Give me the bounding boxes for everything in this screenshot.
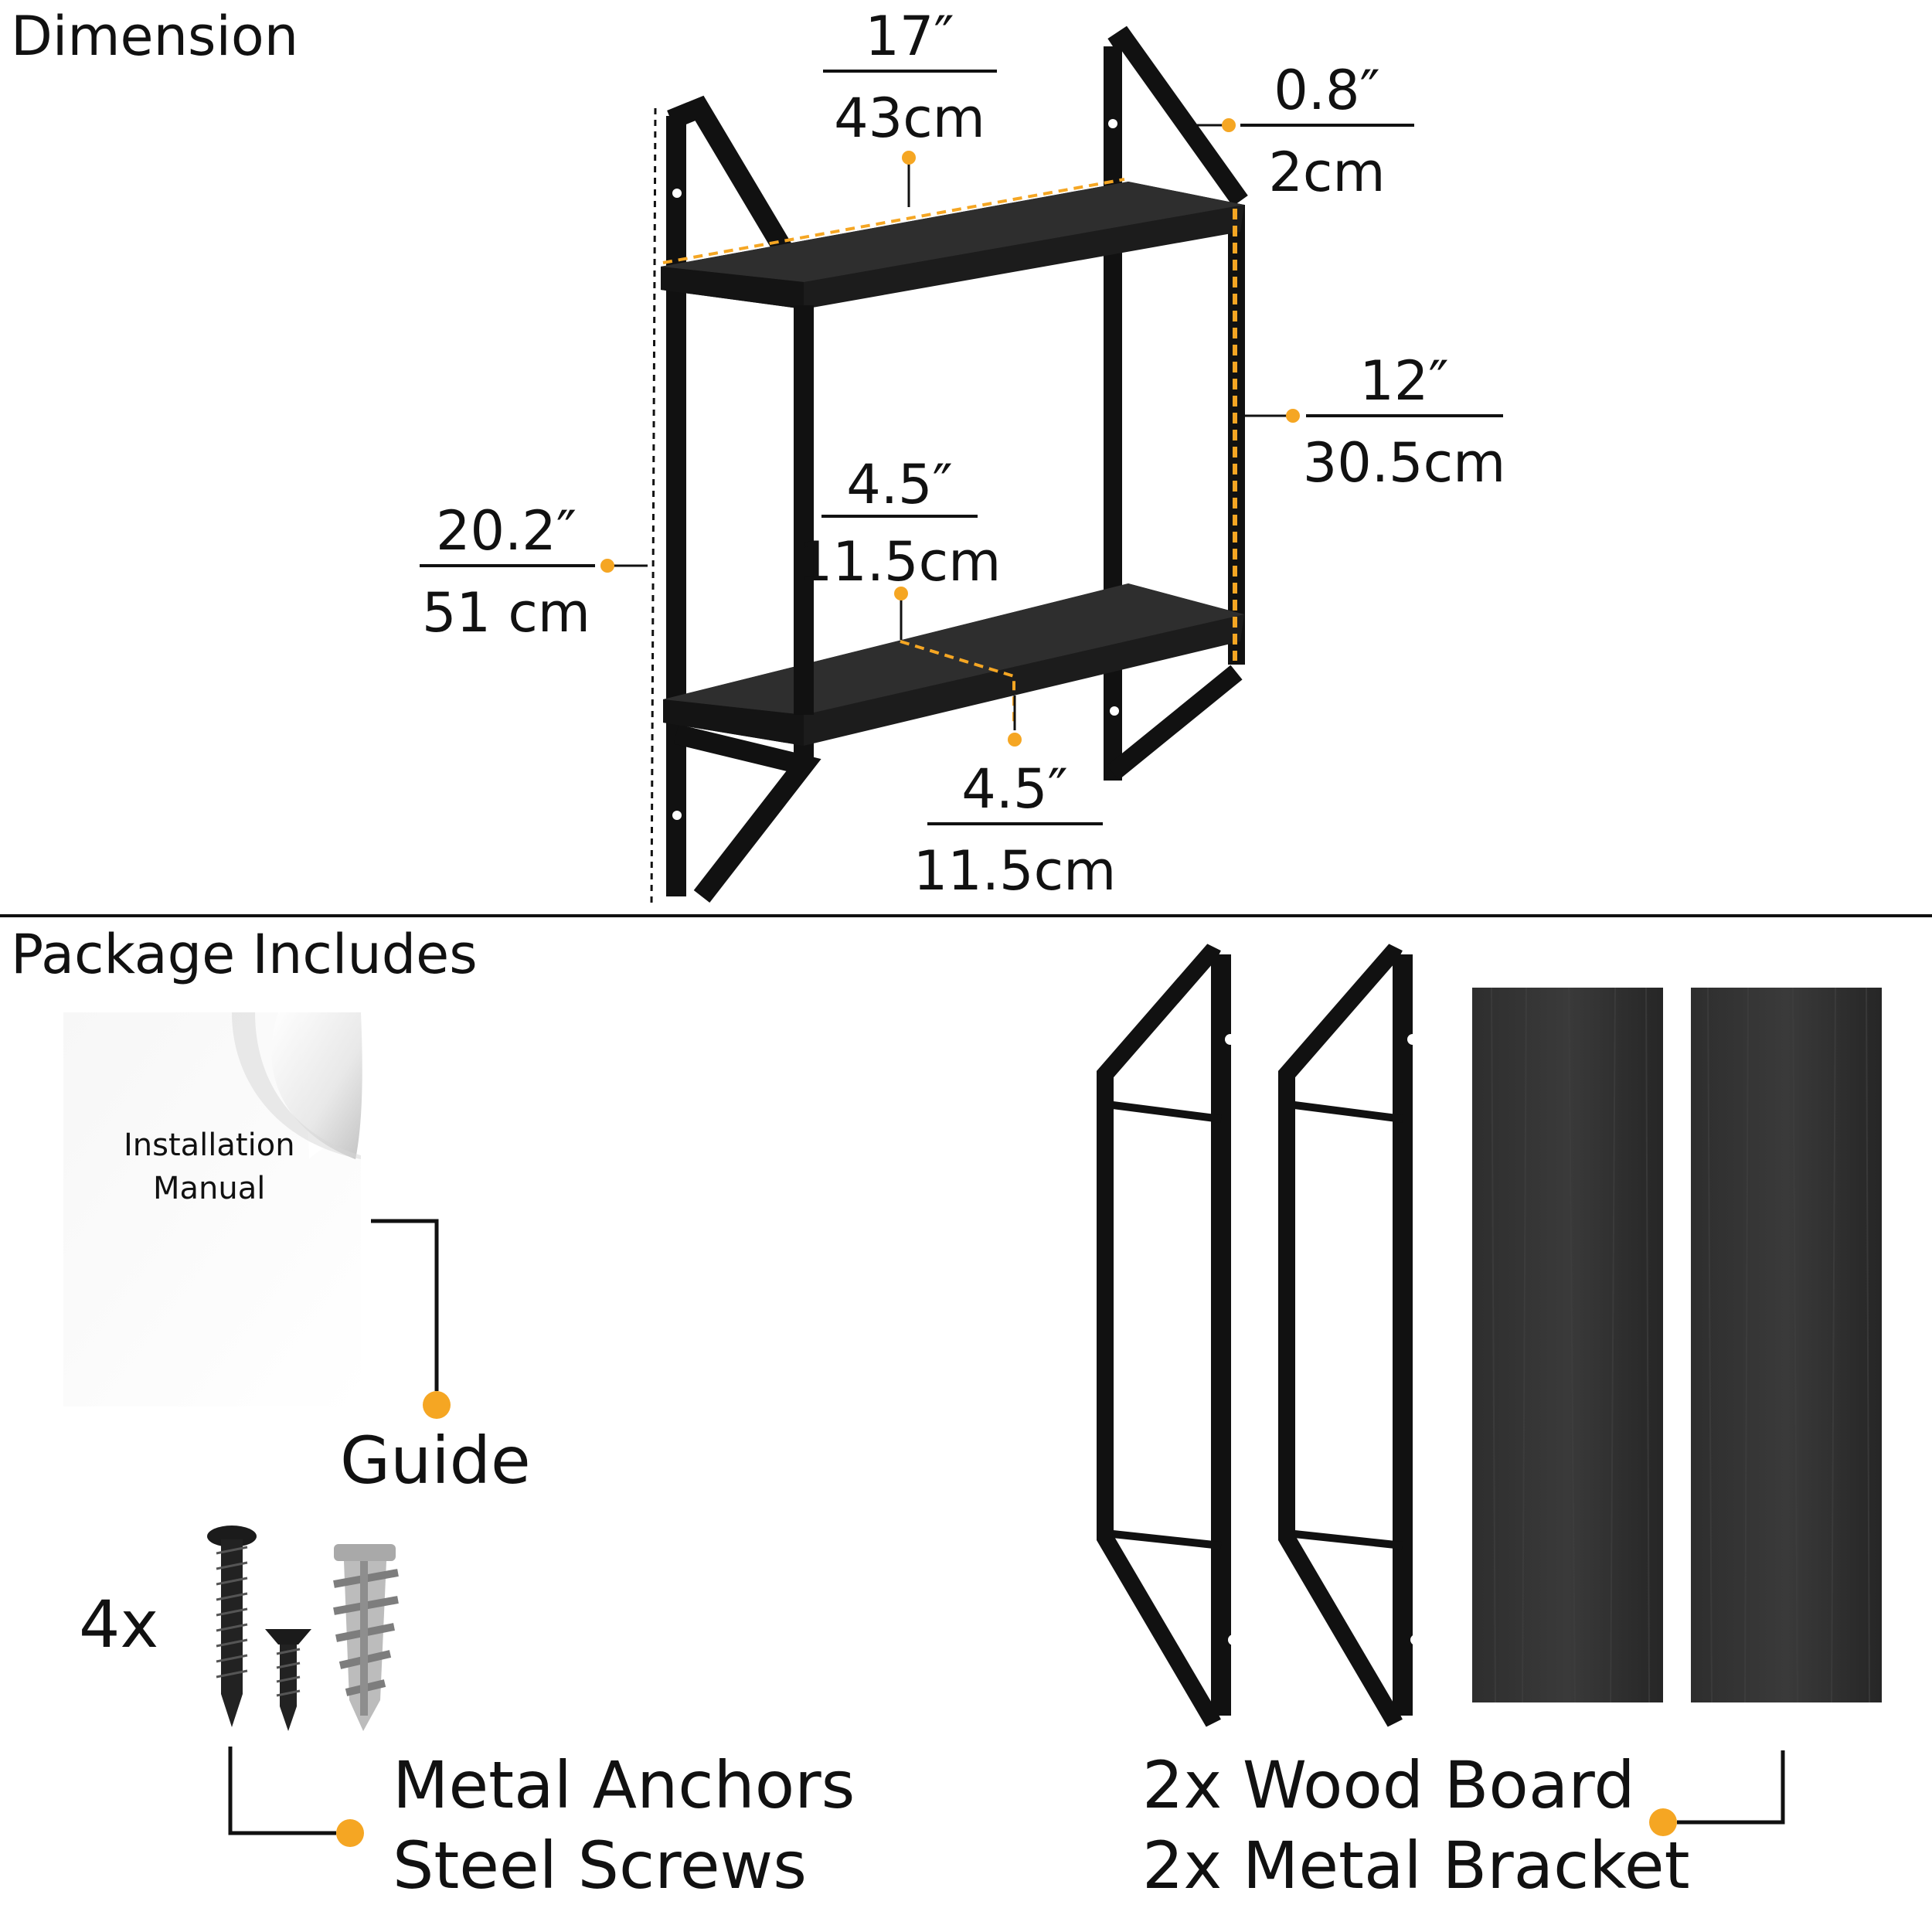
guide-label: Guide <box>340 1423 531 1498</box>
parts-label-line1: 2x Wood Board <box>1142 1747 1635 1823</box>
bottom-board <box>663 583 1244 746</box>
measure-dots <box>600 118 1300 747</box>
measure-marks <box>662 178 1237 726</box>
long-screw-icon <box>207 1526 257 1727</box>
manual-page <box>63 1012 362 1406</box>
top-board <box>661 182 1244 309</box>
wood-board-1 <box>1472 987 1663 1703</box>
parts-dot <box>1649 1808 1677 1836</box>
manual-title-line1: Installation <box>124 1128 295 1163</box>
depth-cm-label: 11.5cm <box>798 530 1002 594</box>
hardware-connector <box>228 1747 336 1835</box>
depth-inch-label: 4.5″ <box>846 453 953 516</box>
guide-connector <box>371 1219 439 1391</box>
short-screw-icon <box>265 1629 311 1731</box>
leader-lines <box>611 124 1287 730</box>
depth2-inch-label: 4.5″ <box>961 757 1068 821</box>
parts-label-line2: 2x Metal Bracket <box>1142 1828 1690 1903</box>
hardware-dot <box>336 1819 364 1847</box>
height-cm-label: 51 cm <box>422 581 590 645</box>
parts-connector <box>1677 1750 1785 1825</box>
guide-dot <box>423 1391 451 1419</box>
width-inch-label: 17″ <box>865 5 954 68</box>
wall-anchor-icon <box>333 1544 399 1731</box>
manual-title-line2: Manual <box>153 1171 266 1206</box>
hardware-label-line1: Metal Anchors <box>393 1747 855 1823</box>
package-title: Package Includes <box>11 923 478 986</box>
height-inch-label: 20.2″ <box>435 499 577 563</box>
dimension-title: Dimension <box>11 5 299 68</box>
metal-bracket-1 <box>1097 944 1231 1727</box>
depth2-cm-label: 11.5cm <box>913 839 1117 903</box>
hardware-label-line2: Steel Screws <box>393 1828 807 1903</box>
thickness-inch-label: 0.8″ <box>1274 59 1380 122</box>
spacing-inch-label: 12″ <box>1359 349 1449 413</box>
quantity-label: 4x <box>79 1587 159 1662</box>
thickness-cm-label: 2cm <box>1268 141 1386 204</box>
wood-board-2 <box>1691 987 1882 1703</box>
fraction-bars <box>420 70 1503 825</box>
width-cm-label: 43cm <box>834 87 985 150</box>
metal-bracket-2 <box>1278 944 1413 1727</box>
shelf-illustration <box>420 26 1503 909</box>
spacing-cm-label: 30.5cm <box>1302 431 1506 495</box>
